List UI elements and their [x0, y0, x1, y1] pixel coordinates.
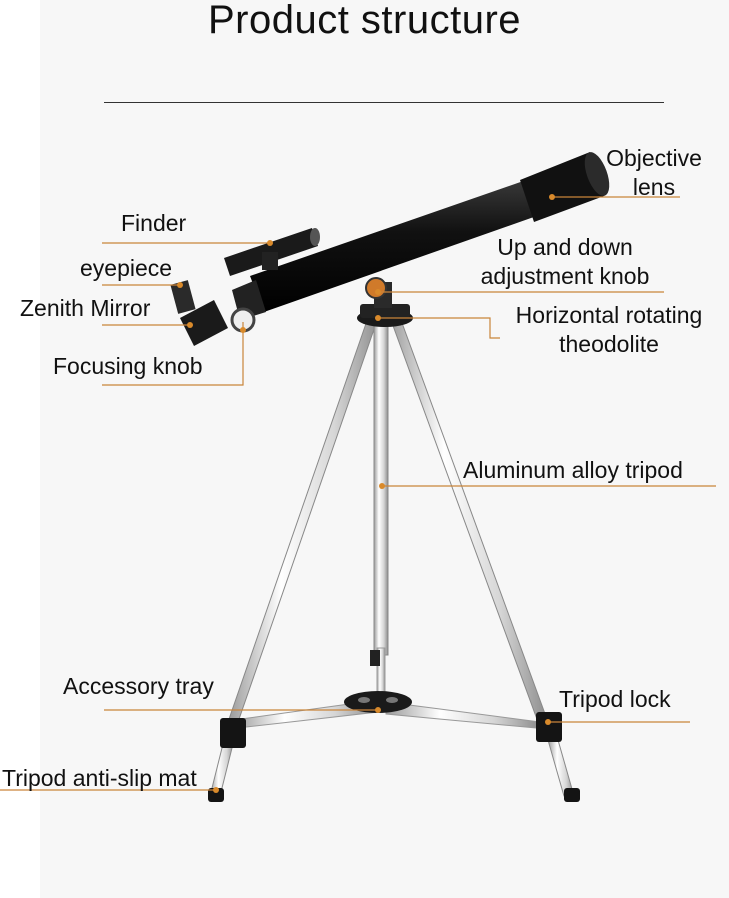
leader-lines	[0, 196, 716, 791]
label-objective-lens-line2: lens	[632, 174, 676, 200]
title-divider	[104, 102, 664, 103]
tripod-foot-right	[564, 788, 580, 802]
label-horizontal-theodolite: Horizontal rotating theodolite	[498, 301, 720, 359]
label-finder: Finder	[121, 210, 187, 236]
label-objective-lens: Objective lens	[594, 144, 714, 202]
label-accessory-tray: Accessory tray	[63, 673, 214, 699]
focuser-assembly	[170, 277, 387, 346]
label-tripod-lock: Tripod lock	[559, 686, 671, 712]
label-updown-knob-line2: adjustment knob	[480, 263, 650, 289]
tripod-legs	[209, 311, 575, 797]
label-horizontal-line2: theodolite	[559, 331, 659, 357]
page-title: Product structure	[207, 0, 522, 42]
label-horizontal-line1: Horizontal rotating	[515, 302, 703, 328]
finder-scope	[224, 228, 320, 276]
tripod-lock-left	[220, 718, 246, 748]
label-focusing-knob: Focusing knob	[53, 353, 203, 379]
callout-dots	[177, 194, 555, 793]
label-anti-slip-mat: Tripod anti-slip mat	[2, 765, 197, 791]
label-updown-knob: Up and down adjustment knob	[460, 233, 670, 291]
label-aluminum-tripod: Aluminum alloy tripod	[463, 457, 683, 483]
accessory-tray	[344, 691, 412, 713]
label-zenith-mirror: Zenith Mirror	[20, 295, 151, 321]
tripod-lock-right	[536, 712, 562, 742]
label-objective-lens-line1: Objective	[606, 145, 702, 171]
label-eyepiece: eyepiece	[80, 255, 173, 281]
tripod-foot-left	[208, 788, 224, 802]
telescope-tube	[232, 152, 610, 320]
label-updown-knob-line1: Up and down	[497, 234, 633, 260]
